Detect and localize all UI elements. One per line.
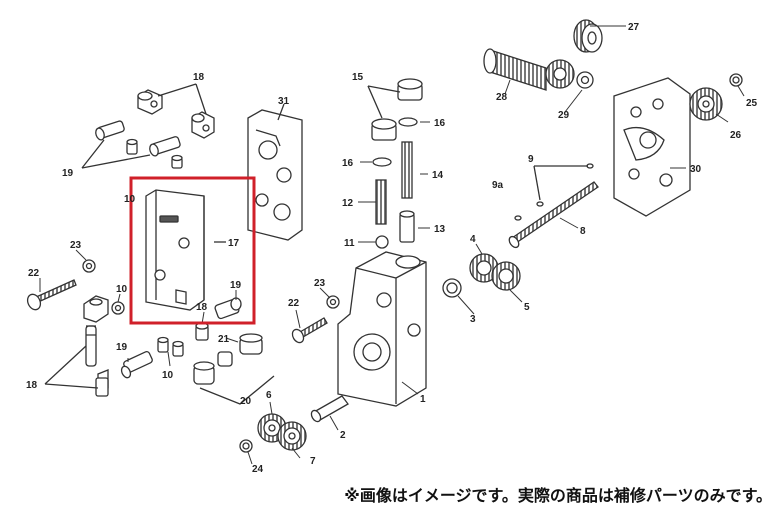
- callout-18-mid: 18: [196, 302, 208, 313]
- part-23-washer-center: [326, 295, 340, 309]
- part-15-plug-b: [371, 118, 397, 141]
- part-19-nipple-b: [149, 136, 181, 157]
- callout-5: 5: [524, 302, 530, 313]
- part-16-o-ring-b: [372, 157, 392, 167]
- footer-note: ※画像はイメージです。実際の商品は補修パーツのみです。: [344, 486, 772, 505]
- part-10-washer-left: [111, 301, 125, 315]
- callout-16-top: 16: [434, 118, 446, 129]
- part-21-bushing: [239, 333, 263, 355]
- callout-18-left: 18: [26, 380, 38, 391]
- callout-18-top: 18: [193, 72, 205, 83]
- part-18-elbow-fitting-a: [137, 89, 163, 115]
- part-26-gear: [689, 87, 723, 121]
- callout-8: 8: [580, 226, 586, 237]
- callout-23-left: 23: [70, 240, 82, 251]
- callout-29: 29: [558, 110, 570, 121]
- part-29-washer: [576, 71, 594, 89]
- callout-26: 26: [730, 130, 742, 141]
- callout-28: 28: [496, 92, 508, 103]
- part-22-bolt-left: [26, 279, 77, 311]
- callout-21: 21: [218, 334, 230, 345]
- callout-27: 27: [628, 22, 640, 33]
- callout-1: 1: [420, 394, 426, 405]
- callout-22-left: 22: [28, 268, 40, 279]
- part-11-ball: [375, 235, 389, 249]
- callout-15: 15: [352, 72, 364, 83]
- part-3-seal: [442, 278, 462, 298]
- part-10-cap-d: [172, 340, 184, 357]
- callout-24: 24: [252, 464, 264, 475]
- callout-3: 3: [470, 314, 476, 325]
- part-4-gear: [469, 253, 499, 283]
- callout-6: 6: [266, 390, 272, 401]
- part-19-nipple-c: [120, 350, 153, 379]
- part-12-spring: [375, 179, 387, 225]
- part-8-drive-shaft: [508, 181, 599, 249]
- callout-10-left: 10: [116, 284, 128, 295]
- part-10-cap-b: [171, 154, 183, 169]
- callout-9a: 9a: [492, 180, 504, 191]
- part-17-cover-plate: [145, 189, 205, 311]
- part-10-cap-c: [157, 336, 169, 353]
- part-24-snap-ring: [239, 439, 253, 453]
- part-27-gear: [573, 19, 603, 53]
- callout-labels: 18 19 10 31 17 23 22 10 18 19 10 18 19 2…: [26, 22, 758, 475]
- part-13-piston: [399, 210, 415, 243]
- highlight-box: [129, 176, 256, 325]
- part-31-gasket: [247, 109, 303, 241]
- callout-19-mid: 19: [230, 280, 242, 291]
- callout-10-lower: 10: [162, 370, 174, 381]
- part-7-gear: [277, 421, 307, 451]
- callout-17: 17: [228, 238, 240, 249]
- callout-2: 2: [340, 430, 346, 441]
- callout-20: 20: [240, 396, 252, 407]
- callout-13: 13: [434, 224, 446, 235]
- callout-16-mid: 16: [342, 158, 354, 169]
- callout-30: 30: [690, 164, 702, 175]
- part-5-gear: [491, 261, 521, 291]
- part-22-bolt-center: [291, 317, 328, 344]
- part-18-elbow-fitting-c: [83, 295, 109, 323]
- part-18-fitting-tube: [85, 325, 97, 367]
- part-23-washer-left: [82, 259, 96, 273]
- part-19-nipple-d: [214, 297, 242, 320]
- part-19-nipple-a: [95, 120, 125, 141]
- callout-10-top: 10: [124, 194, 136, 205]
- callout-19-top: 19: [62, 168, 74, 179]
- part-10-cap-a: [126, 138, 138, 155]
- callout-19-lower: 19: [116, 342, 128, 353]
- part-2-shaft: [310, 395, 349, 423]
- part-18-cap-e: [195, 322, 209, 341]
- callout-4: 4: [470, 234, 476, 245]
- callout-22-center: 22: [288, 298, 300, 309]
- callout-11: 11: [344, 238, 355, 249]
- part-30-cover-plate: [613, 77, 691, 217]
- callout-14: 14: [432, 170, 444, 181]
- callout-25: 25: [746, 98, 758, 109]
- part-14-spring: [401, 141, 413, 199]
- callout-23-center: 23: [314, 278, 326, 289]
- callout-7: 7: [310, 456, 316, 467]
- part-25-snap-ring: [729, 73, 743, 87]
- callout-12: 12: [342, 198, 354, 209]
- part-20-fitting-assembly: [193, 351, 233, 385]
- callout-31: 31: [278, 96, 290, 107]
- part-18-elbow-fitting-d: [95, 369, 109, 397]
- part-1-pump-body: [337, 251, 427, 407]
- part-18-elbow-fitting-b: [191, 111, 215, 139]
- part-9a-key: [514, 201, 544, 221]
- part-16-o-ring-a: [398, 117, 418, 127]
- part-28-shaft-gear: [483, 48, 575, 91]
- part-15-plug-a: [397, 78, 423, 101]
- callout-9: 9: [528, 154, 534, 165]
